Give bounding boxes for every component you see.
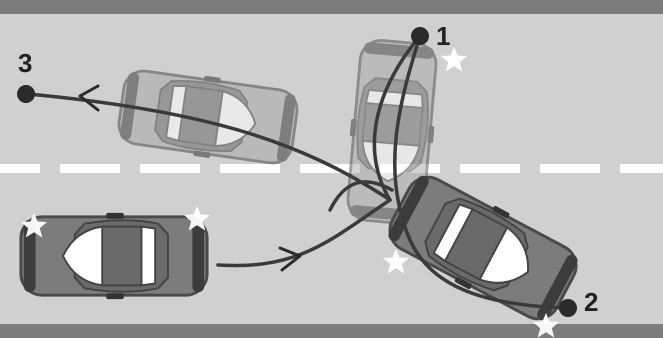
point-3-marker (17, 85, 35, 103)
point-1-marker (411, 27, 429, 45)
point-2-label: 2 (584, 287, 598, 317)
point-3-label: 3 (18, 48, 32, 78)
point-3: 3 (17, 48, 35, 103)
point-2-marker (559, 299, 577, 317)
car-start-lower-left (21, 213, 207, 299)
point-1-label: 1 (436, 21, 450, 51)
road-edge-top (0, 0, 663, 14)
road-edge-bottom (0, 324, 663, 338)
